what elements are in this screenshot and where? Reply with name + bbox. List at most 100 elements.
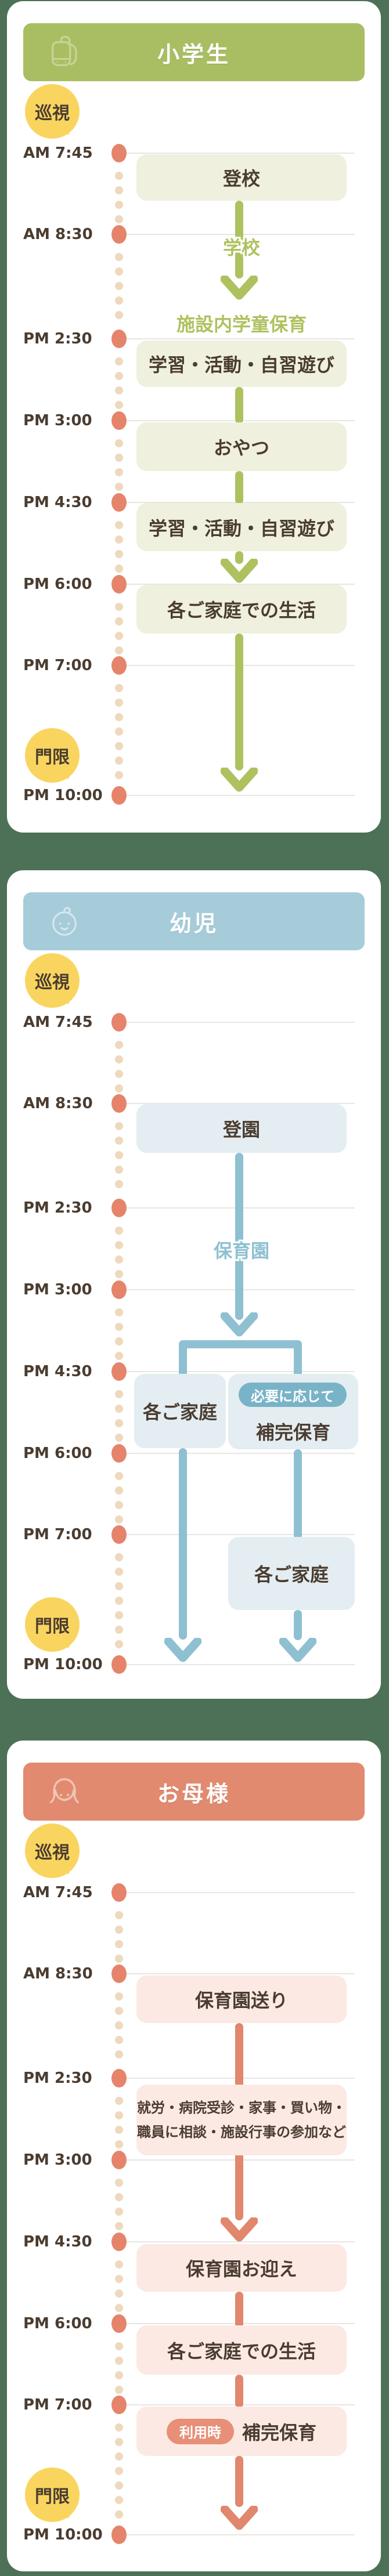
flow-box-study-1: 学習・活動・自習遊び xyxy=(136,341,347,387)
timeline-row-line xyxy=(119,795,355,796)
timeline-mini-dot xyxy=(115,2342,123,2350)
arrow-down-icon xyxy=(164,1638,201,1662)
timeline-mini-dot xyxy=(115,603,123,611)
time-label: PM 3:00 xyxy=(23,412,92,429)
timeline-mini-dot xyxy=(115,1911,123,1919)
time-label: PM 7:00 xyxy=(23,657,92,674)
timeline-mini-dot xyxy=(115,215,123,223)
timeline-mini-dot xyxy=(115,536,123,544)
timeline-mini-dot xyxy=(115,1626,123,1634)
timeline-mini-dot xyxy=(115,253,123,261)
section-title: 幼児 xyxy=(169,910,218,936)
timeline-mini-dot xyxy=(115,1501,123,1509)
time-label: PM 10:00 xyxy=(23,787,103,804)
timeline-mini-dot xyxy=(115,550,123,558)
timeline-mini-dot xyxy=(115,565,123,573)
time-label: AM 8:30 xyxy=(23,1095,93,1112)
timeline-dot xyxy=(111,225,127,244)
flow-connector xyxy=(235,471,243,504)
timeline-mini-dot xyxy=(115,1256,123,1264)
timeline-row-line xyxy=(119,1534,355,1535)
timeline-mini-dot xyxy=(115,2304,123,2312)
timeline-dot xyxy=(111,1280,127,1299)
timeline-mini-dot xyxy=(115,2111,123,2119)
timeline-mini-dot xyxy=(115,1137,123,1145)
timeline-mini-dot xyxy=(115,372,123,380)
section-header-toddler: 幼児 xyxy=(23,892,365,950)
timeline-dot xyxy=(111,2396,127,2414)
timeline-mini-dot xyxy=(115,311,123,319)
timeline-mini-dot xyxy=(115,699,123,707)
flow-label-nursery: 保育園 xyxy=(213,1240,269,1262)
timeline-row-line xyxy=(119,1371,355,1372)
section-header-elementary: 小学生 xyxy=(23,23,365,81)
flow-box-daytime-tasks: 就労・病院受診・家事・買い物・ 職員に相談・施設行事の参加など xyxy=(136,2085,347,2155)
flow-connector xyxy=(235,1153,243,1320)
time-label: PM 2:30 xyxy=(23,2070,92,2087)
section-title: お母様 xyxy=(157,1781,230,1807)
time-label: AM 7:45 xyxy=(23,1014,93,1031)
time-label: AM 7:45 xyxy=(23,144,93,162)
timeline-mini-dot xyxy=(115,1640,123,1648)
timeline-mini-dot xyxy=(115,1515,123,1524)
timeline-mini-dot xyxy=(115,1227,123,1235)
arrow-down-icon xyxy=(221,2217,258,2242)
flow-connector xyxy=(294,1449,302,1539)
flow-box-home-life: 各ご家庭での生活 xyxy=(136,2325,347,2375)
patrol-bubble: 巡視 xyxy=(25,1824,80,1878)
timeline-mini-dot xyxy=(115,521,123,529)
timeline-mini-dot xyxy=(115,201,123,209)
flow-connector xyxy=(235,201,243,278)
timeline-mini-dot xyxy=(115,296,123,305)
timeline-mini-dot xyxy=(115,186,123,194)
flow-box-snack: おやつ xyxy=(136,422,347,471)
flow-connector xyxy=(235,2292,243,2328)
curfew-bubble: 門限 xyxy=(25,1597,80,1652)
timeline-mini-dot xyxy=(115,1041,123,1049)
patrol-label: 巡視 xyxy=(35,103,70,124)
timeline-mini-dot xyxy=(115,2007,123,2015)
time-label: PM 6:00 xyxy=(23,1445,92,1462)
time-label: PM 2:30 xyxy=(23,330,92,348)
timeline-mini-dot xyxy=(115,2036,123,2044)
timeline-mini-dot xyxy=(115,1419,123,1427)
timeline-dot xyxy=(111,1883,127,1902)
flow-box-study-2: 学習・活動・自習遊び xyxy=(136,503,347,551)
curfew-bubble: 門限 xyxy=(25,728,80,783)
timeline-mini-dot xyxy=(115,684,123,692)
arrow-down-icon xyxy=(221,1312,258,1337)
flow-connector xyxy=(235,2375,243,2408)
time-label: AM 8:30 xyxy=(23,226,93,243)
timeline-mini-dot xyxy=(115,2289,123,2298)
flow-box-pickup-nursery: 保育園お迎え xyxy=(136,2244,347,2292)
timeline-mini-dot xyxy=(115,1405,123,1413)
timeline-mini-dot xyxy=(115,2222,123,2230)
timeline-dot xyxy=(111,2233,127,2251)
timeline-mini-dot xyxy=(115,1337,123,1345)
timeline-mini-dot xyxy=(115,2452,123,2461)
curfew-bubble: 門限 xyxy=(25,2468,80,2522)
timeline-mini-dot xyxy=(115,454,123,462)
timeline-dot xyxy=(111,786,127,805)
timeline-mini-dot xyxy=(115,1926,123,1934)
timeline-mini-dot xyxy=(115,2140,123,2148)
arrow-down-icon xyxy=(221,559,258,583)
time-label: PM 4:30 xyxy=(23,494,92,511)
patrol-bubble: 巡視 xyxy=(25,84,80,139)
timeline-dot xyxy=(111,1362,127,1381)
tasks-line-1: 就労・病院受診・家事・買い物・ xyxy=(137,2100,346,2116)
timeline-mini-dot xyxy=(115,1582,123,1590)
patrol-bubble: 巡視 xyxy=(25,953,80,1008)
flow-box-home: 各ご家庭 xyxy=(134,1374,226,1448)
flow-label-supplement: 補完保育 xyxy=(255,1421,330,1443)
arrow-down-icon xyxy=(221,768,258,792)
time-label: PM 6:00 xyxy=(23,2315,92,2332)
timeline-dot xyxy=(111,1525,127,1544)
timeline-dot xyxy=(111,2069,127,2087)
timeline-mini-dot xyxy=(115,2208,123,2216)
timeline-dot xyxy=(111,575,127,594)
timeline-row-line xyxy=(119,2241,355,2242)
timeline-mini-dot xyxy=(115,646,123,654)
